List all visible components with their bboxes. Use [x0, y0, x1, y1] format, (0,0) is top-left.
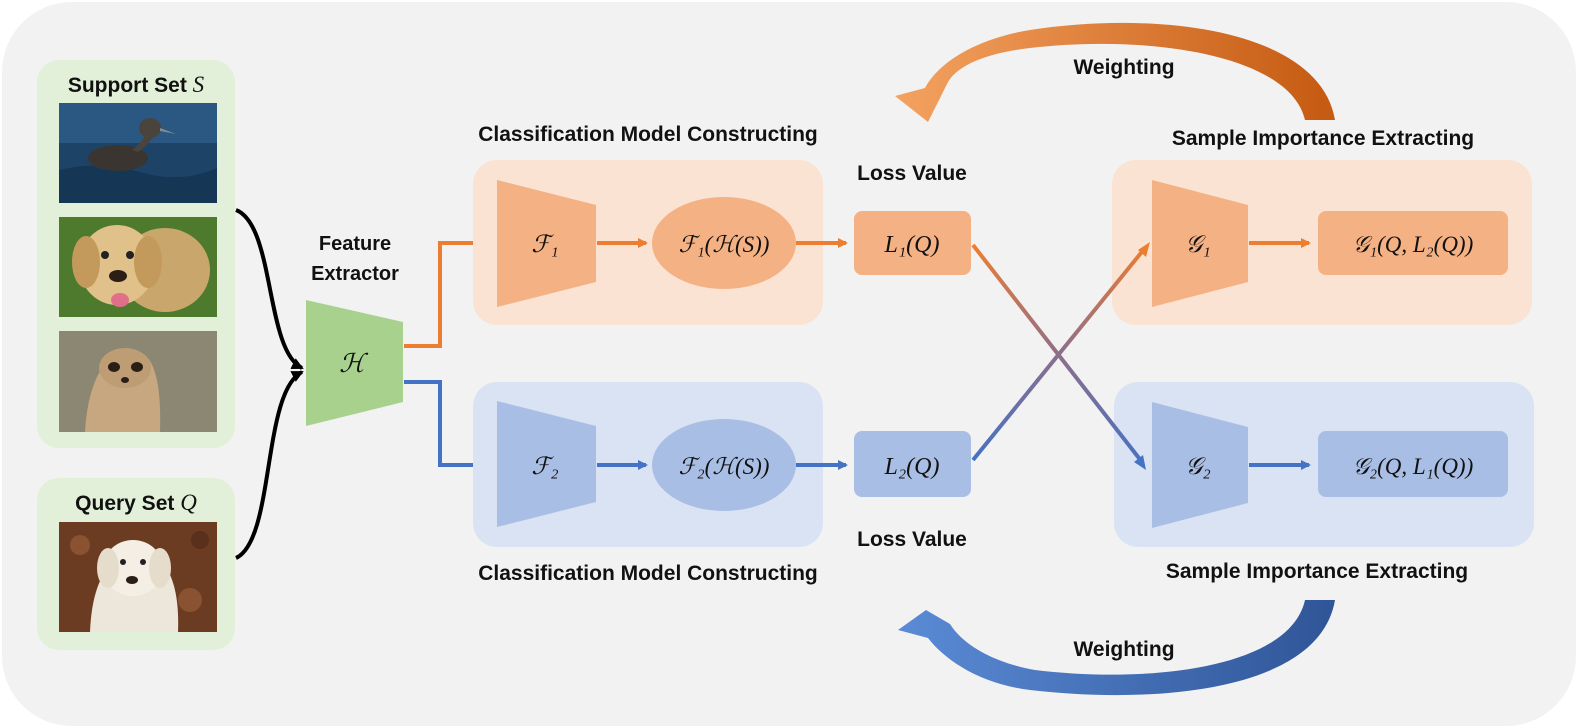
support-image-bird: [59, 103, 217, 203]
g2-output-box: [1318, 431, 1508, 497]
query-set-label: Query Set Q: [75, 490, 197, 515]
f2-output-ellipse: [652, 419, 796, 511]
l2-label: L₂(Q): [883, 454, 939, 480]
l2-to-g1-arrow: [971, 246, 1147, 462]
l1-to-g2-arrowhead: [1134, 455, 1146, 470]
feature-extractor-symbol: ℋ: [339, 349, 369, 378]
f1-symbol: ℱ₁: [531, 232, 558, 258]
top-importance-title: Sample Importance Extracting: [1172, 127, 1474, 150]
f2-output-label: ℱ₂(ℋ(S)): [679, 454, 770, 479]
feature-extractor: Feature Extractor ℋ: [306, 233, 403, 426]
top-weighting-label: Weighting: [1073, 56, 1174, 79]
l1-label: L₁(Q): [883, 232, 939, 258]
l2-to-g1-arrowhead: [1138, 242, 1150, 257]
bottom-weighting-arrow: [898, 600, 1335, 696]
support-image-meerkat: [59, 331, 217, 432]
g1-symbol: 𝒢₁: [1185, 232, 1210, 258]
support-set-label: Support Set S: [68, 72, 205, 97]
l2-box: [854, 431, 971, 497]
g2-trapezoid: [1152, 402, 1248, 528]
extractor-to-f2-arrow: [404, 380, 497, 470]
feature-extractor-trapezoid: [306, 300, 403, 426]
support-set-panel: Support Set S: [37, 60, 235, 448]
l1-box: [854, 211, 971, 275]
bottom-weighting-label: Weighting: [1073, 638, 1174, 661]
query-to-extractor-arrow: [234, 370, 304, 560]
top-weighting-arrow: [895, 22, 1335, 122]
g1-trapezoid: [1152, 180, 1248, 307]
extractor-to-f1-arrow: [404, 238, 497, 348]
top-classification-title: Classification Model Constructing: [478, 123, 818, 146]
g2-symbol: 𝒢₂: [1185, 454, 1210, 480]
query-image-dog: [59, 522, 217, 632]
g1-output-label: 𝒢₁(Q, L₂(Q)): [1353, 232, 1474, 257]
f1-output-ellipse: [652, 197, 796, 289]
f1-output-label: ℱ₁(ℋ(S)): [679, 232, 770, 257]
bottom-loss-value-label: Loss Value: [857, 528, 967, 551]
f1-trapezoid: [497, 180, 596, 307]
g1-output-box: [1318, 211, 1508, 275]
bottom-classification-title: Classification Model Constructing: [478, 562, 818, 585]
support-image-puppy: [59, 217, 217, 317]
feature-extractor-label-line2: Extractor: [311, 263, 399, 285]
top-loss-value-label: Loss Value: [857, 162, 967, 185]
f2-symbol: ℱ₂: [531, 454, 558, 480]
feature-extractor-label-line1: Feature: [319, 233, 391, 255]
support-to-extractor-arrow: [235, 208, 304, 370]
query-set-panel: Query Set Q: [37, 478, 235, 650]
f2-trapezoid: [497, 401, 596, 527]
g2-output-label: 𝒢₂(Q, L₁(Q)): [1353, 454, 1474, 479]
bottom-importance-title: Sample Importance Extracting: [1166, 560, 1468, 583]
